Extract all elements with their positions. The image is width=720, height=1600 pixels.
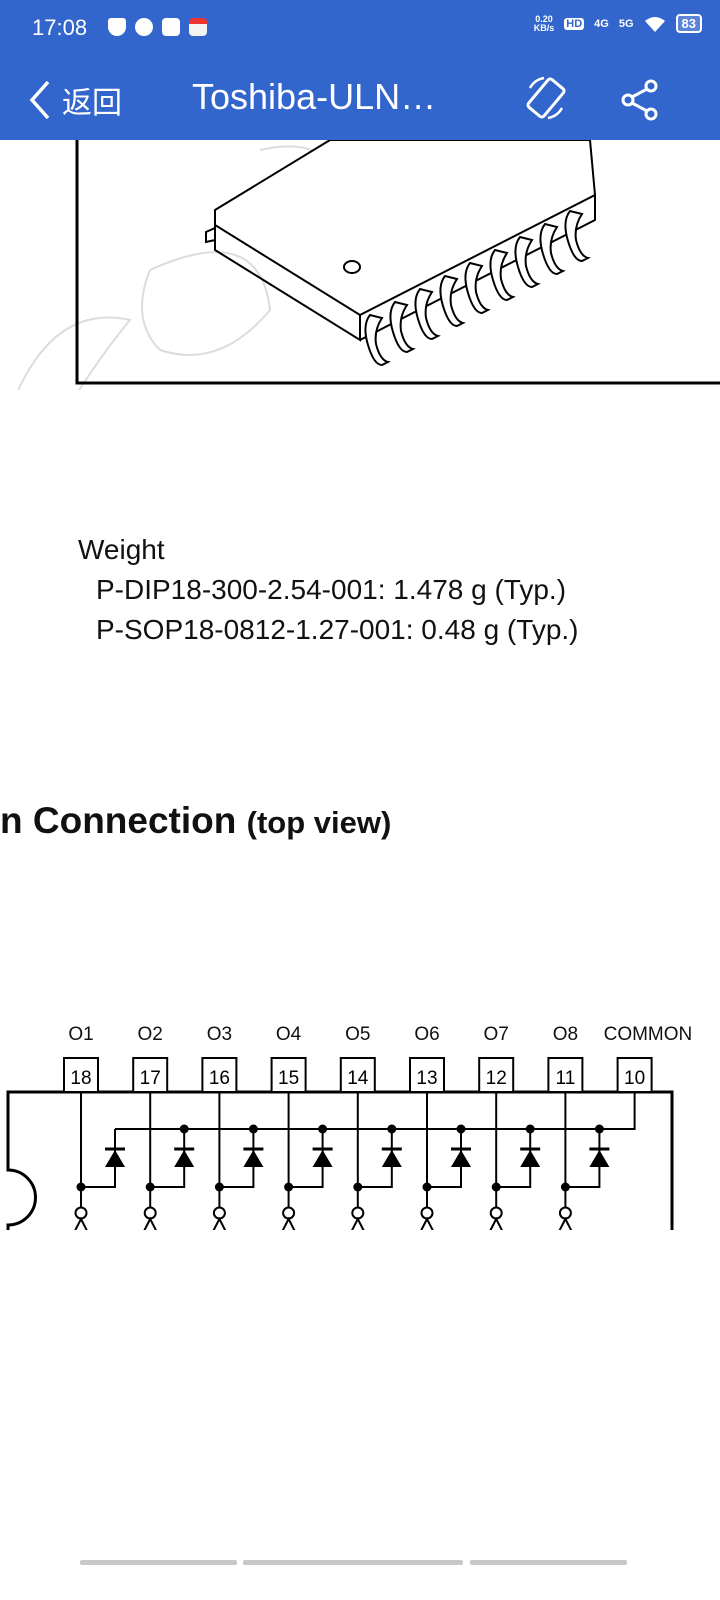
document-title: Toshiba-ULN… bbox=[192, 76, 437, 117]
inverter-triangle bbox=[558, 1216, 573, 1230]
weight-row-sop: P-SOP18-0812-1.27-001: 0.48 g (Typ.) bbox=[96, 614, 579, 645]
inverter-triangle bbox=[489, 1216, 503, 1230]
top-pin-box bbox=[270, 1057, 307, 1093]
package-lead bbox=[464, 261, 491, 315]
diode-icon bbox=[520, 1150, 541, 1167]
common-bus bbox=[115, 1092, 636, 1130]
clock: 17:08 bbox=[32, 15, 88, 40]
diode-icon bbox=[381, 1150, 402, 1167]
top-pin-number: 15 bbox=[278, 1068, 299, 1089]
page-scroll-indicator[interactable] bbox=[0, 1560, 720, 1566]
signal-5g-icon: 5G bbox=[618, 17, 634, 30]
weight-row-dip: P-DIP18-300-2.54-001: 1.478 g (Typ.) bbox=[96, 574, 567, 605]
top-pin-number: 12 bbox=[486, 1068, 507, 1089]
diode-wire bbox=[81, 1129, 116, 1188]
top-pin-number: 11 bbox=[556, 1068, 576, 1089]
top-pin-label: O4 bbox=[276, 1024, 302, 1045]
message-box-icon bbox=[162, 18, 180, 36]
top-pin-box bbox=[63, 1057, 99, 1093]
top-pin-box bbox=[339, 1057, 376, 1093]
top-pin-number: 17 bbox=[140, 1068, 161, 1089]
app-toolbar: 返回 Toshiba-ULN… bbox=[0, 58, 720, 140]
package-lead bbox=[389, 300, 416, 354]
diode-wire bbox=[427, 1129, 462, 1188]
diode-icon bbox=[589, 1150, 610, 1167]
package-lead bbox=[514, 235, 541, 289]
diode-icon bbox=[312, 1150, 333, 1167]
top-pin-label: O3 bbox=[207, 1024, 232, 1045]
package-lead bbox=[489, 248, 516, 302]
diode-wire bbox=[219, 1129, 255, 1188]
diode-icon bbox=[105, 1150, 125, 1167]
top-pin-label: O7 bbox=[484, 1024, 509, 1045]
top-pin-number: 18 bbox=[70, 1068, 91, 1089]
top-pin-box bbox=[132, 1057, 169, 1093]
diode-wire bbox=[496, 1129, 532, 1188]
pdf-page[interactable]: Weight P-DIP18-300-2.54-001: 1.478 g (Ty… bbox=[0, 140, 720, 1600]
diode-wire bbox=[150, 1129, 186, 1188]
pin-connection-diagram: O1181I1O2172I2O3163I3O4154I4O5145I5O6136… bbox=[6, 1024, 693, 1230]
chevron-left-icon bbox=[29, 80, 50, 120]
top-pin-box bbox=[547, 1057, 584, 1093]
package-lead bbox=[539, 222, 566, 276]
top-pin-label: O5 bbox=[345, 1024, 370, 1045]
diode-wire bbox=[288, 1129, 324, 1188]
wifi-icon bbox=[644, 16, 665, 32]
package-drawing bbox=[17, 140, 720, 390]
weight-section: Weight P-DIP18-300-2.54-001: 1.478 g (Ty… bbox=[78, 530, 579, 650]
inverter-triangle bbox=[143, 1216, 157, 1230]
shield-icon bbox=[108, 18, 126, 36]
inverter-triangle bbox=[74, 1216, 88, 1230]
top-pin-label: O6 bbox=[414, 1024, 439, 1045]
chat-bubble-icon bbox=[135, 18, 153, 36]
diode-icon bbox=[174, 1150, 195, 1167]
map-pin-app-icon bbox=[189, 18, 207, 36]
top-pin-label: O2 bbox=[138, 1024, 163, 1045]
inverter-triangle bbox=[420, 1216, 434, 1230]
package-lead bbox=[439, 274, 466, 328]
inverter-triangle bbox=[281, 1216, 296, 1230]
top-pin-label: O1 bbox=[68, 1024, 93, 1045]
top-pin-number: 13 bbox=[416, 1068, 437, 1089]
top-pin-number: 14 bbox=[347, 1068, 369, 1089]
weight-heading: Weight bbox=[78, 534, 165, 565]
diode-wire bbox=[357, 1129, 393, 1188]
back-button[interactable]: 返回 bbox=[28, 78, 122, 122]
package-lead bbox=[564, 209, 591, 263]
inverter-triangle bbox=[212, 1216, 227, 1230]
package-lead bbox=[364, 313, 391, 367]
share-icon[interactable] bbox=[620, 78, 660, 122]
package-lead bbox=[414, 287, 441, 341]
pin-connection-heading: n Connection (top view) bbox=[0, 800, 392, 841]
top-pin-box bbox=[409, 1057, 445, 1093]
top-pin-label: O8 bbox=[553, 1024, 578, 1045]
hd-icon: HD bbox=[564, 17, 585, 30]
signal-4g-icon: 4G bbox=[594, 17, 609, 30]
ic-body bbox=[6, 1090, 674, 1230]
back-label: 返回 bbox=[62, 87, 122, 120]
top-pin-number: 16 bbox=[209, 1068, 230, 1089]
battery-icon: 83 bbox=[675, 14, 702, 33]
top-pin-label: COMMON bbox=[604, 1024, 693, 1045]
top-pin-number: 10 bbox=[624, 1068, 645, 1089]
diode-wire bbox=[565, 1129, 601, 1188]
diode-icon bbox=[451, 1150, 471, 1167]
rotate-screen-icon[interactable] bbox=[522, 74, 570, 122]
inverter-triangle bbox=[351, 1216, 365, 1230]
diode-icon bbox=[243, 1150, 264, 1167]
